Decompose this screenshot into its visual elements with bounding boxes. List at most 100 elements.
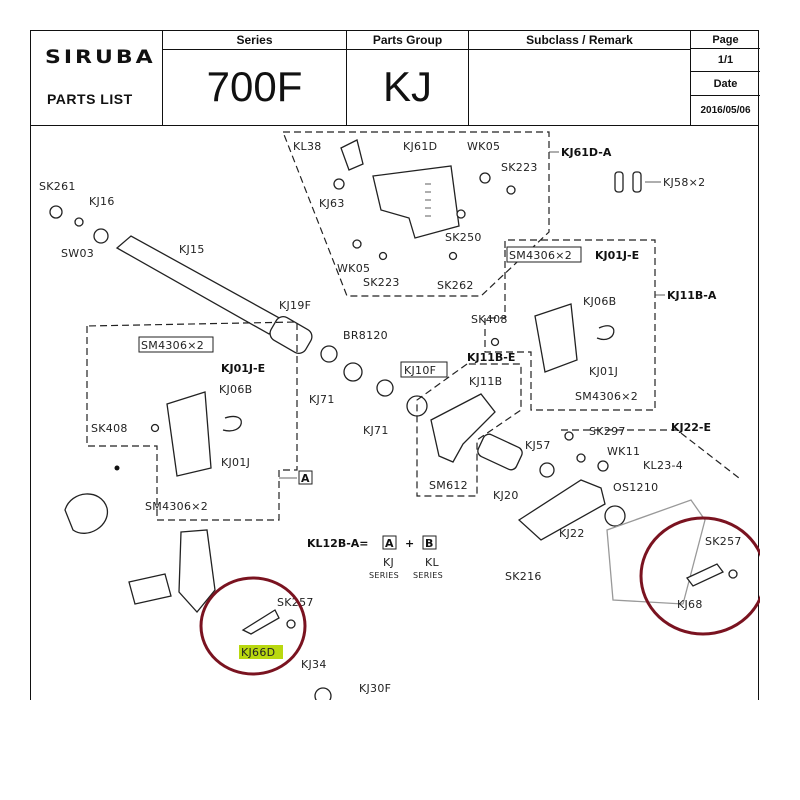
- label-kj34: KJ34: [301, 658, 327, 671]
- label-kj57: KJ57: [525, 439, 551, 452]
- kj11b-a-group-outline: [484, 239, 656, 411]
- label-kj15: KJ15: [179, 243, 205, 256]
- kj71-washer-a: [320, 345, 338, 363]
- label-kj30f: KJ30F: [359, 682, 391, 695]
- label-kj06b-l: KJ06B: [219, 383, 253, 396]
- kl23-4-part: [597, 460, 609, 472]
- main-lever: [178, 529, 216, 613]
- exploded-parts-diagram: KL38 KJ61D WK05 SK223 KJ61D-A KJ63 SK250…: [39, 131, 760, 700]
- highlight-circle-kj66d: [199, 576, 307, 676]
- label-sw03: SW03: [61, 247, 94, 260]
- label-kl38: KL38: [293, 140, 322, 153]
- sk408-screw-left: [150, 423, 160, 433]
- pivot-dot: [114, 465, 120, 471]
- label-kj11b-a: KJ11B-A: [667, 289, 717, 302]
- kj01j-clamp-right: [534, 303, 578, 373]
- kj58-pin-2: [632, 171, 642, 193]
- label-kj11b-e: KJ11B-E: [467, 351, 515, 364]
- date-caption: Date: [691, 72, 760, 96]
- label-sm4306-l-bot: SM4306×2: [145, 500, 208, 513]
- subclass-cell: Subclass / Remark: [469, 31, 691, 125]
- label-kj63: KJ63: [319, 197, 345, 210]
- label-kj22-e: KJ22-E: [671, 421, 711, 434]
- label-kj61d-a: KJ61D-A: [561, 146, 612, 159]
- label-sm612: SM612: [429, 479, 468, 492]
- label-kj16: KJ16: [89, 195, 115, 208]
- label-kl23-4: KL23-4: [643, 459, 683, 472]
- label-kj10f: KJ10F: [404, 364, 436, 377]
- kj71-washer-b: [376, 379, 394, 397]
- label-sk257-r: SK257: [705, 535, 742, 548]
- sk257-screw-right: [728, 569, 738, 579]
- label-sk297: SK297: [589, 425, 626, 438]
- label-kl12b-a: KL12B-A=: [307, 537, 369, 550]
- page-value: 1/1: [691, 49, 760, 72]
- label-wk11: WK11: [607, 445, 640, 458]
- label-kj68: KJ68: [677, 598, 703, 611]
- label-kj61d: KJ61D: [403, 140, 437, 153]
- label-kj20: KJ20: [493, 489, 519, 502]
- kj66d-part: [241, 609, 280, 635]
- label-sk408-r: SK408: [471, 313, 508, 326]
- br8120-bearing: [343, 362, 363, 382]
- kj34-part: [314, 687, 332, 700]
- label-sm4306-r-top: SM4306×2: [509, 249, 572, 262]
- label-kj19f: KJ19F: [279, 299, 311, 312]
- label-kj01j-r: KJ01J: [589, 365, 618, 378]
- label-sk262: SK262: [437, 279, 474, 292]
- label-br8120: BR8120: [343, 329, 388, 342]
- label-kj22: KJ22: [559, 527, 585, 540]
- label-os1210: OS1210: [613, 481, 658, 494]
- kj66d-label-highlight: [239, 645, 283, 659]
- label-sk216: SK216: [505, 570, 542, 583]
- kj61d-bracket: [372, 165, 460, 239]
- page-caption: Page: [691, 31, 760, 49]
- legend-a: A: [385, 537, 394, 550]
- sk261-screw: [49, 205, 63, 219]
- highlight-circle-kj68: [639, 516, 760, 636]
- label-kj11b: KJ11B: [469, 375, 503, 388]
- parts-group-caption: Parts Group: [347, 31, 468, 50]
- label-kj01j-e-r: KJ01J-E: [595, 249, 639, 262]
- link-head-left: [64, 493, 108, 534]
- kj22-e-group-outline: [561, 429, 740, 479]
- series-caption: Series: [163, 31, 346, 50]
- label-kj01j-l: KJ01J: [221, 456, 250, 469]
- exploded-diagram-area: KL38 KJ61D WK05 SK223 KJ61D-A KJ63 SK250…: [30, 126, 760, 700]
- legend-a-box: [382, 535, 397, 550]
- sm4306-r-top-box: [506, 246, 582, 263]
- kj11b-e-group-outline: [416, 363, 522, 497]
- label-sk223-top: SK223: [501, 161, 538, 174]
- wk05-washer-top: [479, 172, 491, 184]
- series-value: 700F: [206, 63, 303, 110]
- mounting-plate-right: [606, 499, 706, 605]
- label-sk223-bottom: SK223: [363, 276, 400, 289]
- legend-kl: KL: [425, 556, 440, 569]
- kj57-washer: [539, 462, 555, 478]
- legend-kl-series: SERIES: [413, 571, 443, 580]
- label-sk261: SK261: [39, 180, 76, 193]
- sk262-screw: [448, 251, 458, 261]
- label-wk05-top: WK05: [467, 140, 500, 153]
- legend-b: B: [425, 537, 433, 550]
- kl38-part: [340, 139, 364, 171]
- legend-plus: +: [405, 537, 414, 550]
- label-kj71-b: KJ71: [363, 424, 389, 437]
- sk257-screw-left: [286, 619, 296, 629]
- kj63-part: [333, 178, 345, 190]
- kj58-pin-1: [614, 171, 624, 193]
- label-sm4306-l-top: SM4306×2: [141, 339, 204, 352]
- legend-kj: KJ: [383, 556, 394, 569]
- label-sk257-l: SK257: [277, 596, 314, 609]
- kj10f-label-box: [400, 361, 448, 378]
- wk11-washer: [576, 453, 586, 463]
- label-sm4306-r-bot: SM4306×2: [575, 390, 638, 403]
- subclass-caption: Subclass / Remark: [469, 31, 690, 50]
- kj06b-spring-left: [222, 415, 242, 432]
- legend-kj-series: SERIES: [369, 571, 399, 580]
- wk05-washer-bottom: [352, 239, 362, 249]
- kj61d-a-group-outline: [282, 131, 550, 297]
- a-series-group-outline: [86, 321, 298, 521]
- siruba-logo: SIRUBA: [45, 46, 156, 69]
- page-date-cell: Page 1/1 Date 2016/05/06: [691, 31, 760, 125]
